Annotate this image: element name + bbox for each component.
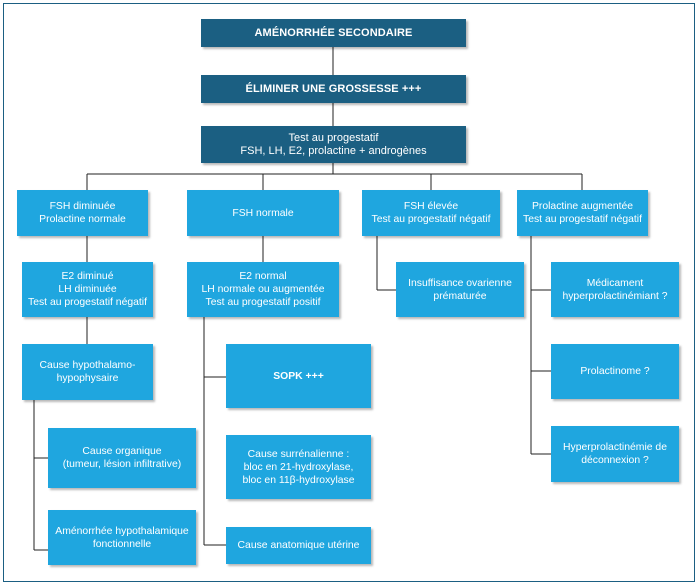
node-fsh-normale: FSH normale	[187, 190, 339, 236]
node-cause-organique-label: Cause organique (tumeur, lésion infiltra…	[62, 446, 182, 470]
node-insuffisance-ovarienne-label: Insuffisance ovarienne prématurée	[408, 277, 512, 302]
diagram-frame	[3, 3, 695, 582]
node-amenorrhee-hypothalamique-fonctionnelle-label: Aménorrhée hypothalamique fonctionnelle	[55, 525, 189, 550]
node-cause-anatomique-uterine: Cause anatomique utérine	[226, 527, 371, 564]
node-test-progestatif-label: Test au progestatif FSH, LH, E2, prolact…	[240, 131, 427, 157]
node-prolactinome-label: Prolactinome ?	[580, 366, 650, 377]
node-fsh-diminuee-label: FSH diminuée Prolactine normale	[39, 201, 126, 225]
node-medicament-hyperprolactinemiant: Médicament hyperprolactinémiant ?	[551, 262, 679, 317]
node-fsh-diminuee: FSH diminuée Prolactine normale	[17, 190, 148, 236]
node-e2-diminue: E2 diminué LH diminuée Test au progestat…	[22, 262, 153, 317]
node-prolactine-augmentee-label: Prolactine augmentée Test au progestatif…	[523, 201, 642, 225]
node-fsh-elevee: FSH élevée Test au progestatif négatif	[362, 190, 500, 236]
node-cause-surrenalienne-label: Cause surrénalienne : bloc en 21-hydroxy…	[242, 448, 355, 486]
node-prolactinome: Prolactinome ?	[551, 344, 679, 399]
node-cause-hypothalamo-hypophysaire: Cause hypothalamo- hypophysaire	[22, 344, 153, 400]
node-e2-diminue-label: E2 diminué LH diminuée Test au progestat…	[28, 271, 147, 308]
node-insuffisance-ovarienne: Insuffisance ovarienne prématurée	[396, 262, 524, 317]
node-fsh-normale-label: FSH normale	[232, 207, 294, 219]
node-sopk: SOPK +++	[226, 344, 371, 408]
node-sopk-label: SOPK +++	[273, 370, 324, 382]
node-amenorrhee-hypothalamique-fonctionnelle: Aménorrhée hypothalamique fonctionnelle	[48, 510, 196, 565]
node-cause-hypothalamo-hypophysaire-label: Cause hypothalamo- hypophysaire	[39, 360, 136, 384]
node-cause-anatomique-uterine-label: Cause anatomique utérine	[237, 540, 360, 551]
node-fsh-elevee-label: FSH élevée Test au progestatif négatif	[371, 201, 491, 225]
node-amenorrhee-secondaire-label: AMÉNORRHÉE SECONDAIRE	[254, 26, 413, 39]
node-prolactine-augmentee: Prolactine augmentée Test au progestatif…	[517, 190, 648, 236]
node-e2-normal: E2 normal LH normale ou augmentée Test a…	[187, 262, 339, 317]
node-medicament-hyperprolactinemiant-label: Médicament hyperprolactinémiant ?	[562, 277, 668, 302]
node-e2-normal-label: E2 normal LH normale ou augmentée Test a…	[201, 271, 325, 308]
node-cause-organique: Cause organique (tumeur, lésion infiltra…	[48, 428, 196, 488]
node-eliminer-grossesse: ÉLIMINER UNE GROSSESSE +++	[201, 75, 466, 103]
node-hyperprolactinemie-deconnexion-label: Hyperprolactinémie de déconnexion ?	[563, 442, 667, 466]
node-test-progestatif: Test au progestatif FSH, LH, E2, prolact…	[201, 126, 466, 163]
node-cause-surrenalienne: Cause surrénalienne : bloc en 21-hydroxy…	[226, 435, 371, 499]
node-eliminer-grossesse-label: ÉLIMINER UNE GROSSESSE +++	[245, 82, 422, 95]
node-amenorrhee-secondaire: AMÉNORRHÉE SECONDAIRE	[201, 19, 466, 47]
node-hyperprolactinemie-deconnexion: Hyperprolactinémie de déconnexion ?	[551, 426, 679, 482]
